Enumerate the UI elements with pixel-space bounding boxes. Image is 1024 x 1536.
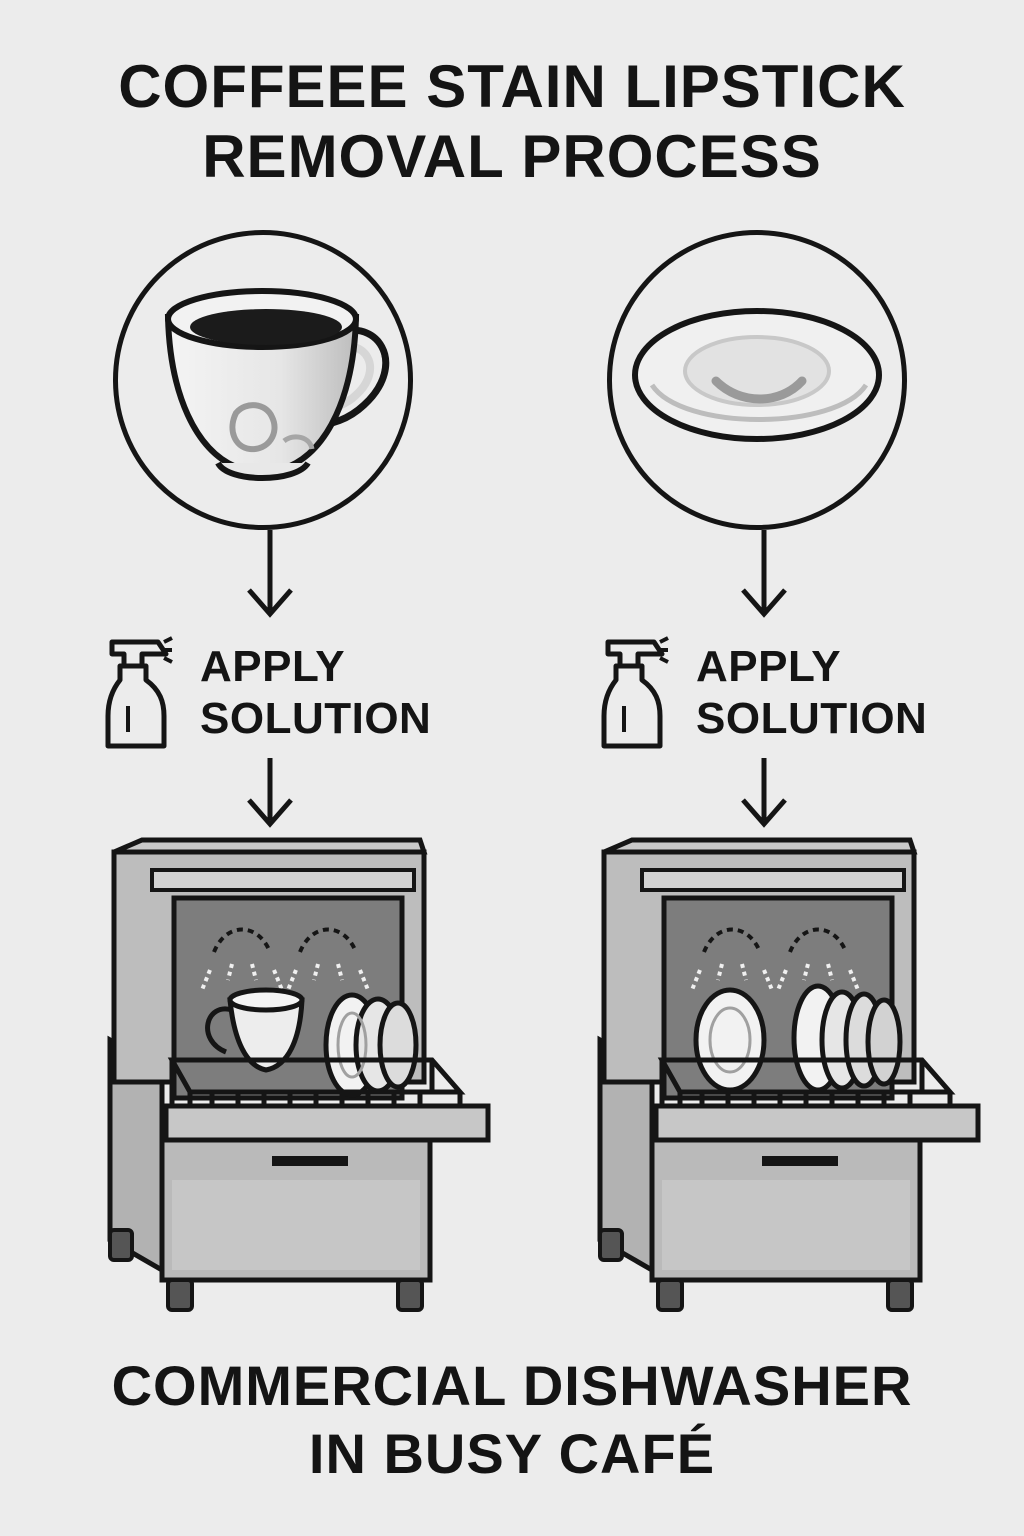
apply-solution-label: APPLY SOLUTION (200, 641, 431, 745)
process-column-saucer: APPLY SOLUTION (512, 0, 1024, 1536)
stained-cup-circle (113, 230, 413, 530)
apply-label-line-1: APPLY (696, 642, 842, 691)
apply-label-line-2: SOLUTION (696, 694, 928, 743)
footer-line-2: IN BUSY CAFÉ (308, 1422, 716, 1485)
apply-label-line-1: APPLY (200, 642, 346, 691)
apply-solution-step: APPLY SOLUTION (102, 632, 431, 754)
arrow-down-icon (247, 758, 293, 828)
coffee-cup-icon (164, 288, 390, 481)
title-line-2: REMOVAL PROCESS (202, 123, 822, 190)
apply-solution-step: APPLY SOLUTION (598, 632, 927, 754)
apply-solution-label: APPLY SOLUTION (696, 641, 927, 745)
page-title: COFFEEE STAIN LIPSTICK REMOVAL PROCESS (0, 52, 1024, 192)
saucer-icon (632, 308, 882, 442)
commercial-dishwasher-illustration (107, 837, 491, 1312)
commercial-dishwasher-illustration (597, 837, 981, 1312)
arrow-down-icon (741, 530, 787, 618)
title-line-1: COFFEEE STAIN LIPSTICK (118, 53, 906, 120)
process-column-cup: APPLY SOLUTION (102, 230, 491, 1312)
spray-bottle-icon (105, 636, 173, 749)
footer-line-1: COMMERCIAL DISHWASHER (111, 1354, 913, 1417)
stained-saucer-circle (607, 230, 907, 530)
spray-bottle-icon (601, 636, 669, 749)
footer-caption: COMMERCIAL DISHWASHER IN BUSY CAFÉ (0, 1352, 1024, 1488)
arrow-down-icon (741, 758, 787, 828)
apply-label-line-2: SOLUTION (200, 694, 432, 743)
arrow-down-icon (247, 530, 293, 618)
